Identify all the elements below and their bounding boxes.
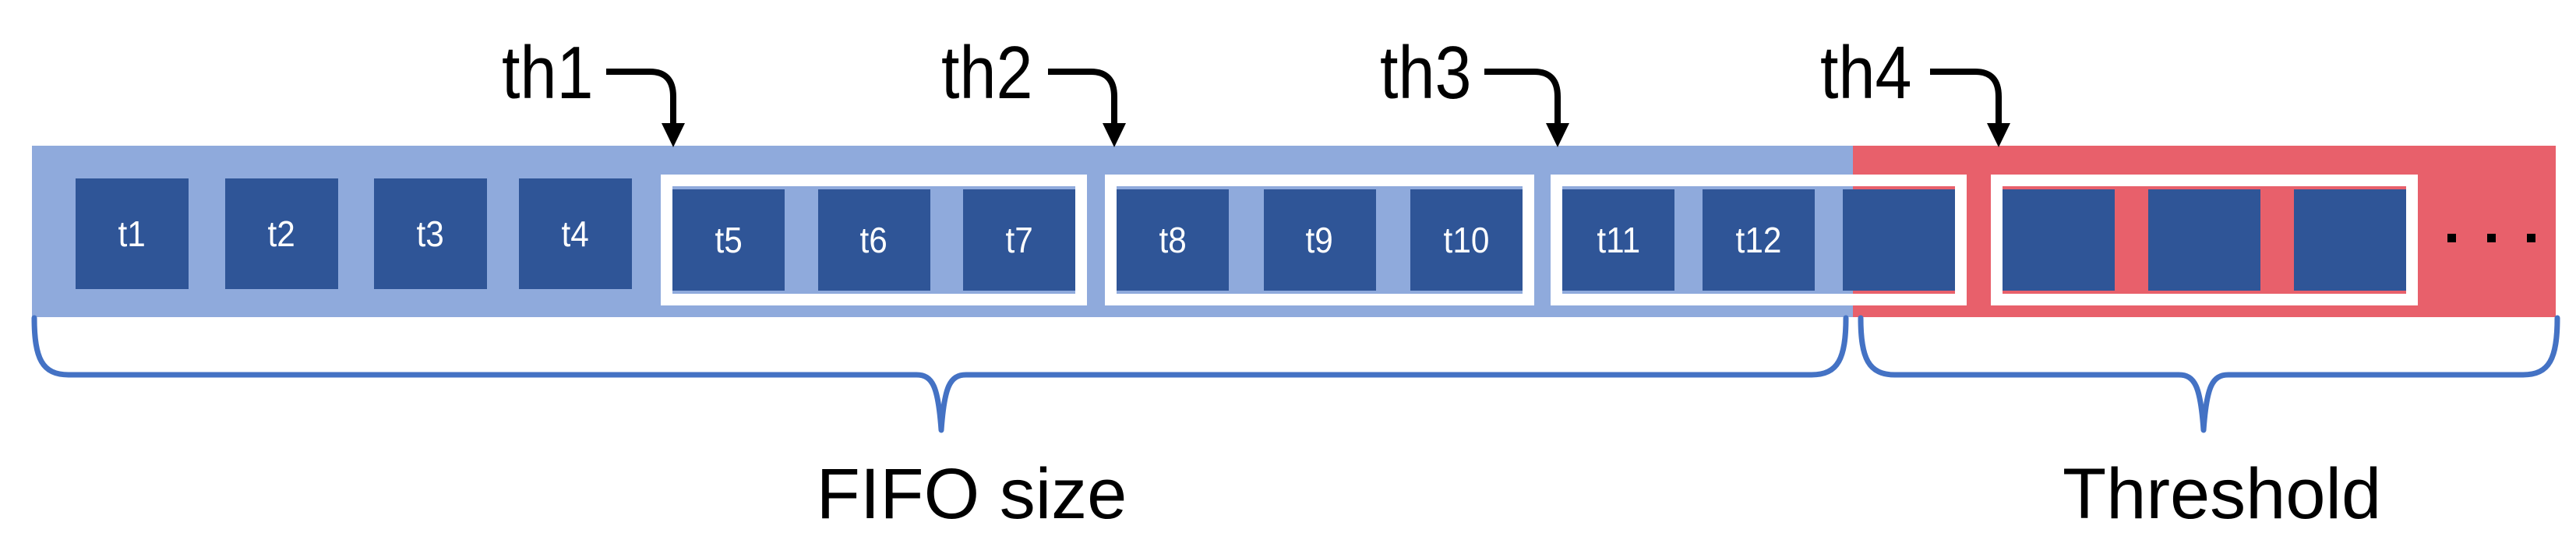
cell-label: t3 <box>416 214 445 254</box>
th4-arrow <box>1930 69 2002 125</box>
cell-label: t2 <box>267 214 296 254</box>
cell-label: t6 <box>859 220 888 260</box>
fifo-cell-t6: t6 <box>817 189 930 291</box>
th3-label: th3 <box>1380 31 1472 115</box>
fifo-cell-t4: t4 <box>519 178 632 289</box>
cell-label: t12 <box>1735 220 1782 260</box>
threshold-group-1: t5 t6 t7 <box>661 175 1087 305</box>
cell-label: t4 <box>561 214 590 254</box>
fifo-cell-empty <box>2294 189 2406 291</box>
cell-label: t11 <box>1597 220 1640 260</box>
th2-label: th2 <box>941 31 1033 115</box>
th1-label: th1 <box>502 31 594 115</box>
threshold-brace <box>1858 315 2560 433</box>
cell-label: t5 <box>715 220 743 260</box>
th4-label: th4 <box>1820 31 1912 115</box>
fifo-cell-empty <box>1843 189 1955 291</box>
th3-arrowhead-icon <box>1546 123 1569 147</box>
th1-arrow <box>606 69 676 125</box>
fifo-cell-t12: t12 <box>1703 189 1815 291</box>
ellipsis-icon <box>2447 234 2535 242</box>
fifo-cell-t5: t5 <box>672 189 785 291</box>
fifo-cell-t8: t8 <box>1117 189 1229 291</box>
fifo-cell-empty <box>2148 189 2260 291</box>
cell-label: t1 <box>118 214 146 254</box>
cell-label: t7 <box>1005 220 1033 260</box>
fifo-cell-t11: t11 <box>1562 189 1674 291</box>
ellipsis-dot <box>2447 234 2456 242</box>
fifo-cell-t7: t7 <box>963 189 1075 291</box>
fifo-cell-t2: t2 <box>225 178 338 289</box>
th4-arrowhead-icon <box>1987 123 2010 147</box>
fifo-size-brace <box>31 315 1849 433</box>
th2-arrow <box>1048 69 1117 125</box>
fifo-cell-t10: t10 <box>1410 189 1523 291</box>
ellipsis-dot <box>2487 234 2496 242</box>
cell-label: t8 <box>1159 220 1187 260</box>
cell-label: t10 <box>1443 220 1490 260</box>
cell-label: t9 <box>1305 220 1334 260</box>
fifo-size-label: FIFO size <box>816 454 1127 534</box>
threshold-group-3: t11 t12 <box>1551 175 1967 305</box>
th1-arrowhead-icon <box>662 123 685 147</box>
fifo-cell-t9: t9 <box>1263 189 1376 291</box>
ellipsis-dot <box>2527 234 2535 242</box>
th3-arrow <box>1484 69 1561 125</box>
threshold-group-4 <box>1991 175 2418 305</box>
fifo-cell-t1: t1 <box>76 178 189 289</box>
fifo-cell-empty <box>2003 189 2115 291</box>
th2-arrowhead-icon <box>1103 123 1126 147</box>
threshold-label: Threshold <box>2063 454 2382 534</box>
threshold-group-2: t8 t9 t10 <box>1105 175 1534 305</box>
fifo-cell-t3: t3 <box>374 178 487 289</box>
